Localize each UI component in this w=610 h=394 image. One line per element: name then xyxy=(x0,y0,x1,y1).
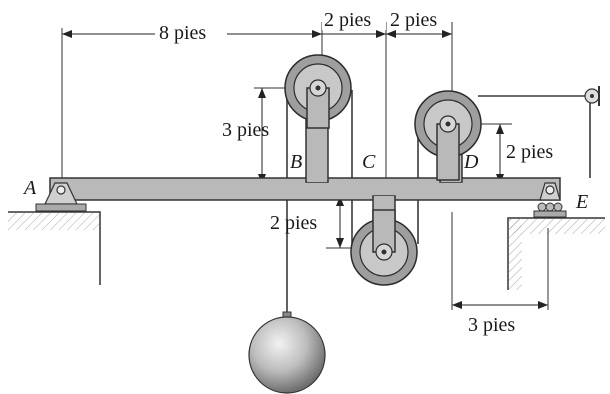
pulley-d xyxy=(414,90,482,181)
label-a: A xyxy=(22,177,37,199)
dim-c-to-d: 2 pies xyxy=(390,9,437,31)
dim-pulley-b-height: 3 pies xyxy=(222,119,269,141)
dim-pulley-c-drop: 2 pies xyxy=(270,212,317,234)
dim-pulley-d-height: 2 pies xyxy=(506,141,553,163)
pulley-c xyxy=(350,209,418,286)
dimension-labels: 8 pies 2 pies 2 pies 3 pies 2 pies 2 pie… xyxy=(155,9,553,336)
ropes xyxy=(286,90,591,318)
dimension-lines xyxy=(62,30,548,309)
dim-a-to-b: 8 pies xyxy=(159,22,206,44)
label-d: D xyxy=(463,151,479,173)
label-c: C xyxy=(362,151,376,173)
label-b: B xyxy=(290,151,302,173)
pulley-b xyxy=(284,54,352,129)
support-e xyxy=(533,182,567,218)
dim-d-to-e: 3 pies xyxy=(468,314,515,336)
beam xyxy=(49,177,561,201)
right-ground xyxy=(507,217,605,290)
hanging-weight xyxy=(248,311,326,394)
support-a xyxy=(35,182,87,212)
left-ground xyxy=(8,211,101,285)
label-e: E xyxy=(575,191,588,213)
dim-b-to-c: 2 pies xyxy=(324,9,371,31)
wall-pulley xyxy=(584,86,600,106)
